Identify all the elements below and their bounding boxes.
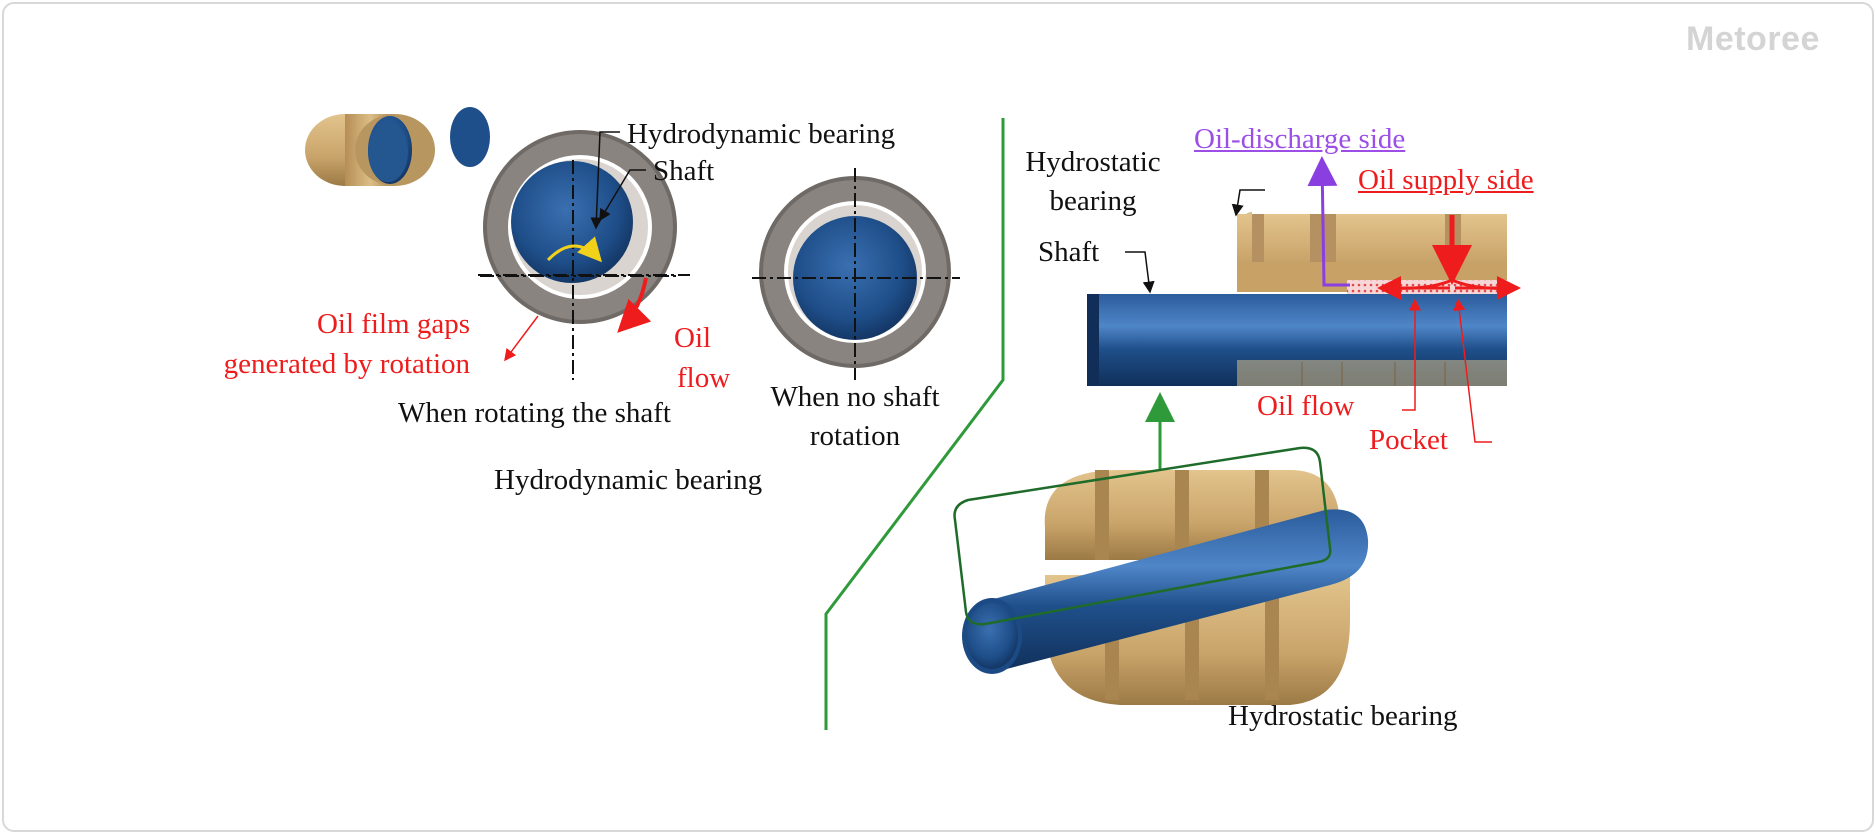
bushing-3d-icon <box>305 107 490 186</box>
label-shaft-hydrodynamic: Shaft <box>653 155 715 187</box>
label-oil-flow-line2: flow <box>677 362 731 394</box>
label-oil-film-gaps-line1: Oil film gaps <box>316 308 470 340</box>
title-hydrodynamic-bearing: Hydrodynamic bearing <box>494 464 763 496</box>
caption-no-rotation-line2: rotation <box>809 420 901 452</box>
label-oil-flow-hydrostatic: Oil flow <box>1257 390 1355 422</box>
section-divider <box>824 118 1005 730</box>
label-pocket: Pocket <box>1369 424 1448 456</box>
label-hydrostatic-bearing-line2: bearing <box>1049 185 1137 217</box>
label-oil-flow-line1: Oil <box>674 322 712 354</box>
label-oil-supply-side: Oil supply side <box>1358 164 1534 196</box>
metoree-watermark: Metoree <box>1686 20 1820 58</box>
label-oil-film-gaps-line2: generated by rotation <box>223 348 470 380</box>
hydrostatic-cross-section <box>1087 156 1521 485</box>
caption-no-rotation-line1: When no shaft <box>770 381 940 413</box>
title-hydrostatic-bearing: Hydrostatic bearing <box>1228 700 1458 732</box>
label-oil-discharge-side: Oil-discharge side <box>1194 123 1406 155</box>
hydrostatic-3d-view <box>953 446 1369 705</box>
label-hydrodynamic-bearing: Hydrodynamic bearing <box>627 118 896 150</box>
label-hydrostatic-bearing-line1: Hydrostatic <box>1025 146 1161 178</box>
hydrodynamic-static-section <box>752 168 960 380</box>
caption-when-rotating: When rotating the shaft <box>398 397 671 429</box>
hydrodynamic-rotating-section <box>478 130 690 380</box>
label-shaft-hydrostatic: Shaft <box>1038 236 1100 268</box>
